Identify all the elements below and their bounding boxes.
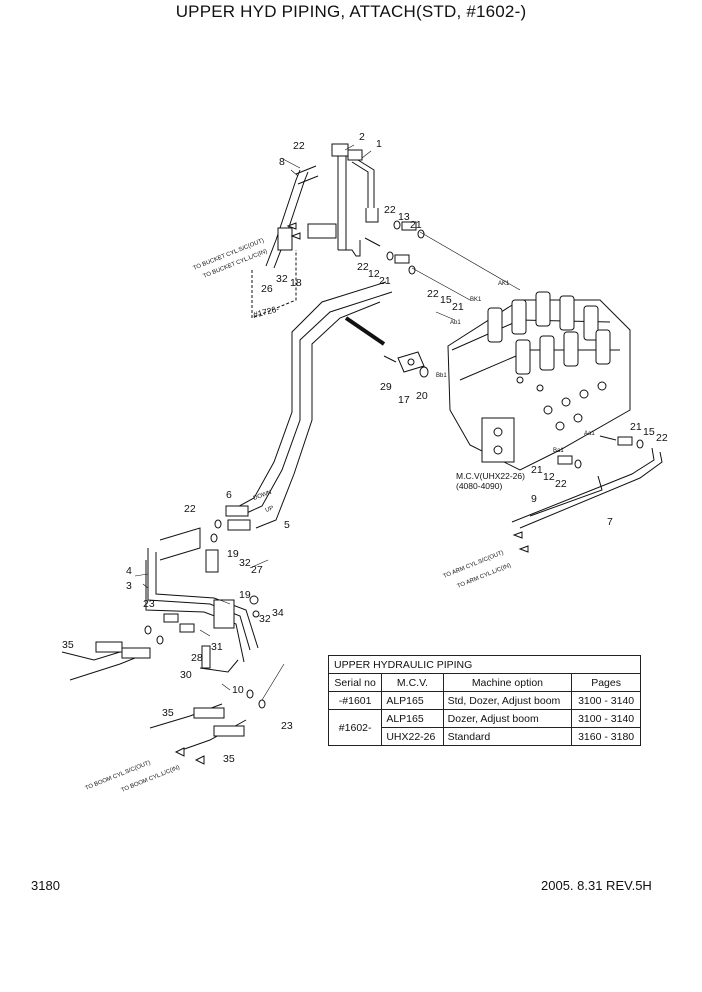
- table-caption: UPPER HYDRAULIC PIPING: [328, 655, 641, 674]
- cell-option: Standard: [442, 727, 573, 746]
- callout-22: 22: [656, 432, 668, 444]
- table-row: UHX22-26 Standard 3160 - 3180: [329, 727, 641, 746]
- callout-1: 1: [376, 138, 382, 150]
- clamp-17: [383, 351, 429, 378]
- callout-35: 35: [162, 707, 174, 719]
- cell-serial: #1602-: [327, 709, 383, 746]
- page-number: 3180: [31, 878, 60, 893]
- long-hoses: [231, 281, 393, 529]
- callout-22: 22: [293, 140, 305, 152]
- mcv-label-line2: (4080-4090): [456, 481, 502, 491]
- callout-21: 21: [379, 275, 391, 287]
- table-row: #1602- ALP165 Dozer, Adjust boom 3100 - …: [327, 709, 641, 746]
- cell-mcv: UHX22-26: [381, 727, 444, 746]
- callout-18: 18: [290, 277, 302, 289]
- callout-12: 12: [368, 268, 380, 280]
- callout-32: 32: [276, 273, 288, 285]
- boom-hoses: [61, 641, 247, 753]
- cell-serial: -#1601: [327, 691, 383, 710]
- arm-hoses: [511, 447, 663, 529]
- table-row: -#1601 ALP165 Std, Dozer, Adjust boom 31…: [327, 691, 641, 710]
- upper-hydraulic-piping-table: UPPER HYDRAULIC PIPING Serial no M.C.V. …: [327, 655, 641, 746]
- callout-8: 8: [279, 156, 285, 168]
- revision-date: 2005. 8.31 REV.5H: [541, 878, 652, 893]
- mcv-label-line1: M.C.V(UHX22-26): [456, 471, 525, 481]
- direction-arrows: [174, 222, 529, 765]
- callout-28: 28: [191, 652, 203, 664]
- cell-mcv: ALP165: [381, 691, 444, 710]
- callout-31: 31: [211, 641, 223, 653]
- boom-fittings: [144, 595, 266, 709]
- cell-pages: 3100 - 3140: [571, 691, 641, 710]
- fitting-row-right: [557, 435, 644, 469]
- boom-pipe-assembly: [145, 527, 259, 673]
- table-header: Serial no: [327, 673, 383, 692]
- callout-23: 23: [281, 720, 293, 732]
- table-header: M.C.V.: [381, 673, 444, 692]
- callout-20: 20: [416, 390, 428, 402]
- callout-13: 13: [398, 211, 410, 223]
- port-label-aa1: Aa1: [584, 431, 595, 437]
- port-label-ba1: Ba1: [553, 448, 564, 454]
- callout-21: 21: [452, 301, 464, 313]
- middle-pipes: [210, 505, 251, 543]
- callout-17: 17: [398, 394, 410, 406]
- callout-23: 23: [143, 598, 155, 610]
- callout-9: 9: [531, 493, 537, 505]
- port-label-ak1: AK1: [498, 281, 510, 287]
- serial-note-1726: #1726-: [252, 303, 280, 320]
- callout-30: 30: [180, 669, 192, 681]
- port-label-bk1: BK1: [470, 297, 482, 303]
- callout-12: 12: [543, 471, 555, 483]
- callout-29: 29: [380, 381, 392, 393]
- callout-22: 22: [357, 261, 369, 273]
- callout-32: 32: [259, 613, 271, 625]
- page-title: UPPER HYD PIPING, ATTACH(STD, #1602-): [175, 2, 527, 21]
- table-header: Pages: [571, 673, 641, 692]
- callout-19: 19: [227, 548, 239, 560]
- callout-19: 19: [239, 589, 251, 601]
- callout-22: 22: [555, 478, 567, 490]
- leader-lines: [134, 144, 372, 701]
- cell-option: Dozer, Adjust boom: [442, 709, 573, 728]
- main-control-valve: [447, 291, 631, 471]
- cell-pages: 3100 - 3140: [571, 709, 641, 728]
- callout-15: 15: [643, 426, 655, 438]
- cell-mcv: ALP165: [381, 709, 444, 728]
- fitting-row-1: [364, 220, 425, 275]
- callout-27: 27: [251, 564, 263, 576]
- label-arm-out: TO ARM CYL.S/C(OUT): [443, 550, 505, 580]
- callout-2: 2: [359, 131, 365, 143]
- callout-35: 35: [223, 753, 235, 765]
- callout-5: 5: [284, 519, 290, 531]
- callout-21: 21: [630, 421, 642, 433]
- callout-22: 22: [184, 503, 196, 515]
- callout-6: 6: [226, 489, 232, 501]
- hose-label-up: UP: [265, 505, 275, 513]
- callout-4: 4: [126, 565, 132, 577]
- hose-label-down: DOWN: [253, 490, 273, 502]
- callout-34: 34: [272, 607, 284, 619]
- port-label-bb1: Bb1: [436, 373, 447, 379]
- table-header: Machine option: [442, 673, 573, 692]
- callout-21: 21: [410, 219, 422, 231]
- table-header-row: Serial no M.C.V. Machine option Pages: [327, 673, 641, 692]
- bucket-pipe-assembly: [251, 143, 379, 319]
- callout-32: 32: [239, 557, 251, 569]
- callout-3: 3: [126, 580, 132, 592]
- callout-7: 7: [607, 516, 613, 528]
- callout-26: 26: [261, 283, 273, 295]
- callout-22: 22: [427, 288, 439, 300]
- cell-pages: 3160 - 3180: [571, 727, 641, 746]
- piping-table-wrapper: UPPER HYDRAULIC PIPING Serial no M.C.V. …: [327, 655, 641, 746]
- callout-35: 35: [62, 639, 74, 651]
- cell-option: Std, Dozer, Adjust boom: [442, 691, 573, 710]
- callout-21: 21: [531, 464, 543, 476]
- callout-10: 10: [232, 684, 244, 696]
- callout-15: 15: [440, 294, 452, 306]
- label-boom-out: TO BOOM CYL.S/C(OUT): [85, 760, 152, 792]
- port-label-ab1: Ab1: [450, 320, 461, 326]
- callout-22: 22: [384, 204, 396, 216]
